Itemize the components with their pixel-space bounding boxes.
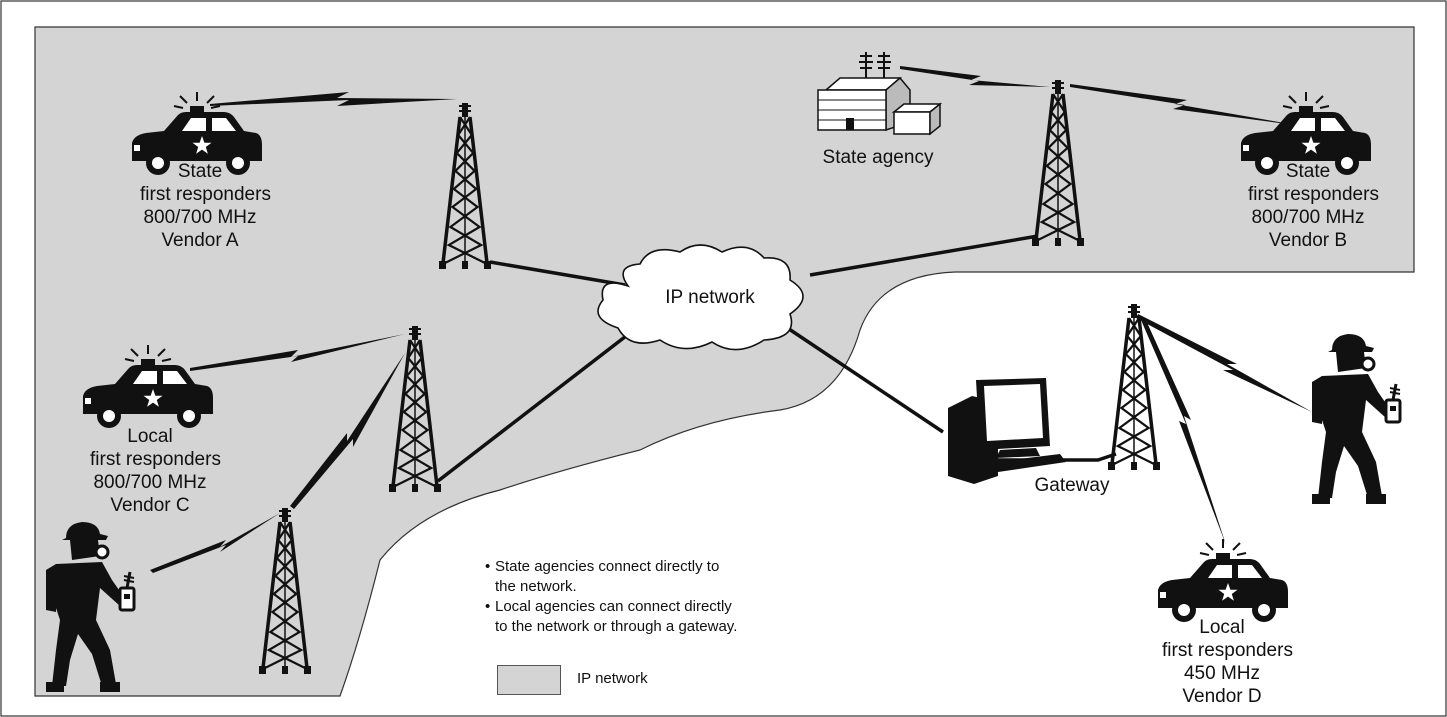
label-line: Local (127, 426, 173, 447)
label-line: Vendor D (1182, 686, 1262, 707)
state-agency-label: State agency (822, 147, 934, 168)
group-label-state-a: State first responders 800/700 MHz Vendo… (140, 160, 271, 252)
label-line: Local (1199, 617, 1245, 638)
lightning-link-icon (190, 334, 405, 371)
legend-label: IP network (577, 670, 648, 687)
notes-block: State agencies connect directly to the n… (485, 557, 737, 637)
label-line: Vendor B (1268, 230, 1348, 251)
lightning-link-icon (1136, 314, 1312, 412)
cloud-label: IP network (665, 287, 755, 308)
label-line: first responders (1248, 184, 1379, 205)
legend-swatch (497, 665, 561, 695)
label-line: Vendor C (110, 495, 190, 516)
label-line: 450 MHz (1183, 663, 1261, 684)
lightning-link-icon (1070, 84, 1302, 126)
label-line: State (1285, 161, 1331, 182)
radio-tower-icon (1106, 302, 1162, 472)
gateway-label: Gateway (1034, 475, 1110, 496)
note-item: State agencies connect directly to the n… (485, 557, 737, 597)
ip-network-region (34, 26, 1415, 697)
label-line: first responders (1162, 640, 1293, 661)
wireless-links (150, 66, 1312, 573)
lightning-link-icon (900, 66, 1050, 87)
note-line: State agencies connect directly to (495, 558, 720, 575)
lightning-link-icon (1141, 318, 1226, 545)
label-line: first responders (140, 184, 271, 205)
note-item: Local agencies can connect directly to t… (485, 597, 737, 637)
legend: IP network (497, 665, 1447, 695)
lightning-link-icon (210, 92, 457, 106)
police-car-icon (1157, 538, 1289, 623)
label-line: Vendor A (161, 230, 239, 251)
label-line: 800/700 MHz (93, 472, 207, 493)
lightning-link-icon (290, 353, 405, 509)
label-line: 800/700 MHz (1251, 207, 1365, 228)
label-line: State (177, 161, 223, 182)
computer-icon (948, 378, 1066, 484)
building-icon (817, 52, 943, 136)
firefighter-icon (1310, 332, 1402, 506)
cloud-icon (597, 244, 804, 351)
lightning-link-icon (150, 513, 280, 573)
group-label-local-d: Local first responders 450 MHz Vendor D (1162, 616, 1293, 708)
label-line: 800/700 MHz (143, 207, 257, 228)
wired-links (436, 234, 1117, 483)
group-label-local-c: Local first responders 800/700 MHz Vendo… (90, 425, 221, 517)
label-line: first responders (90, 449, 221, 470)
note-line: Local agencies can connect directly (495, 598, 732, 615)
note-line: the network. (495, 578, 577, 595)
note-line: to the network or through a gateway. (495, 618, 738, 635)
group-label-state-b: State first responders 800/700 MHz Vendo… (1248, 160, 1379, 252)
